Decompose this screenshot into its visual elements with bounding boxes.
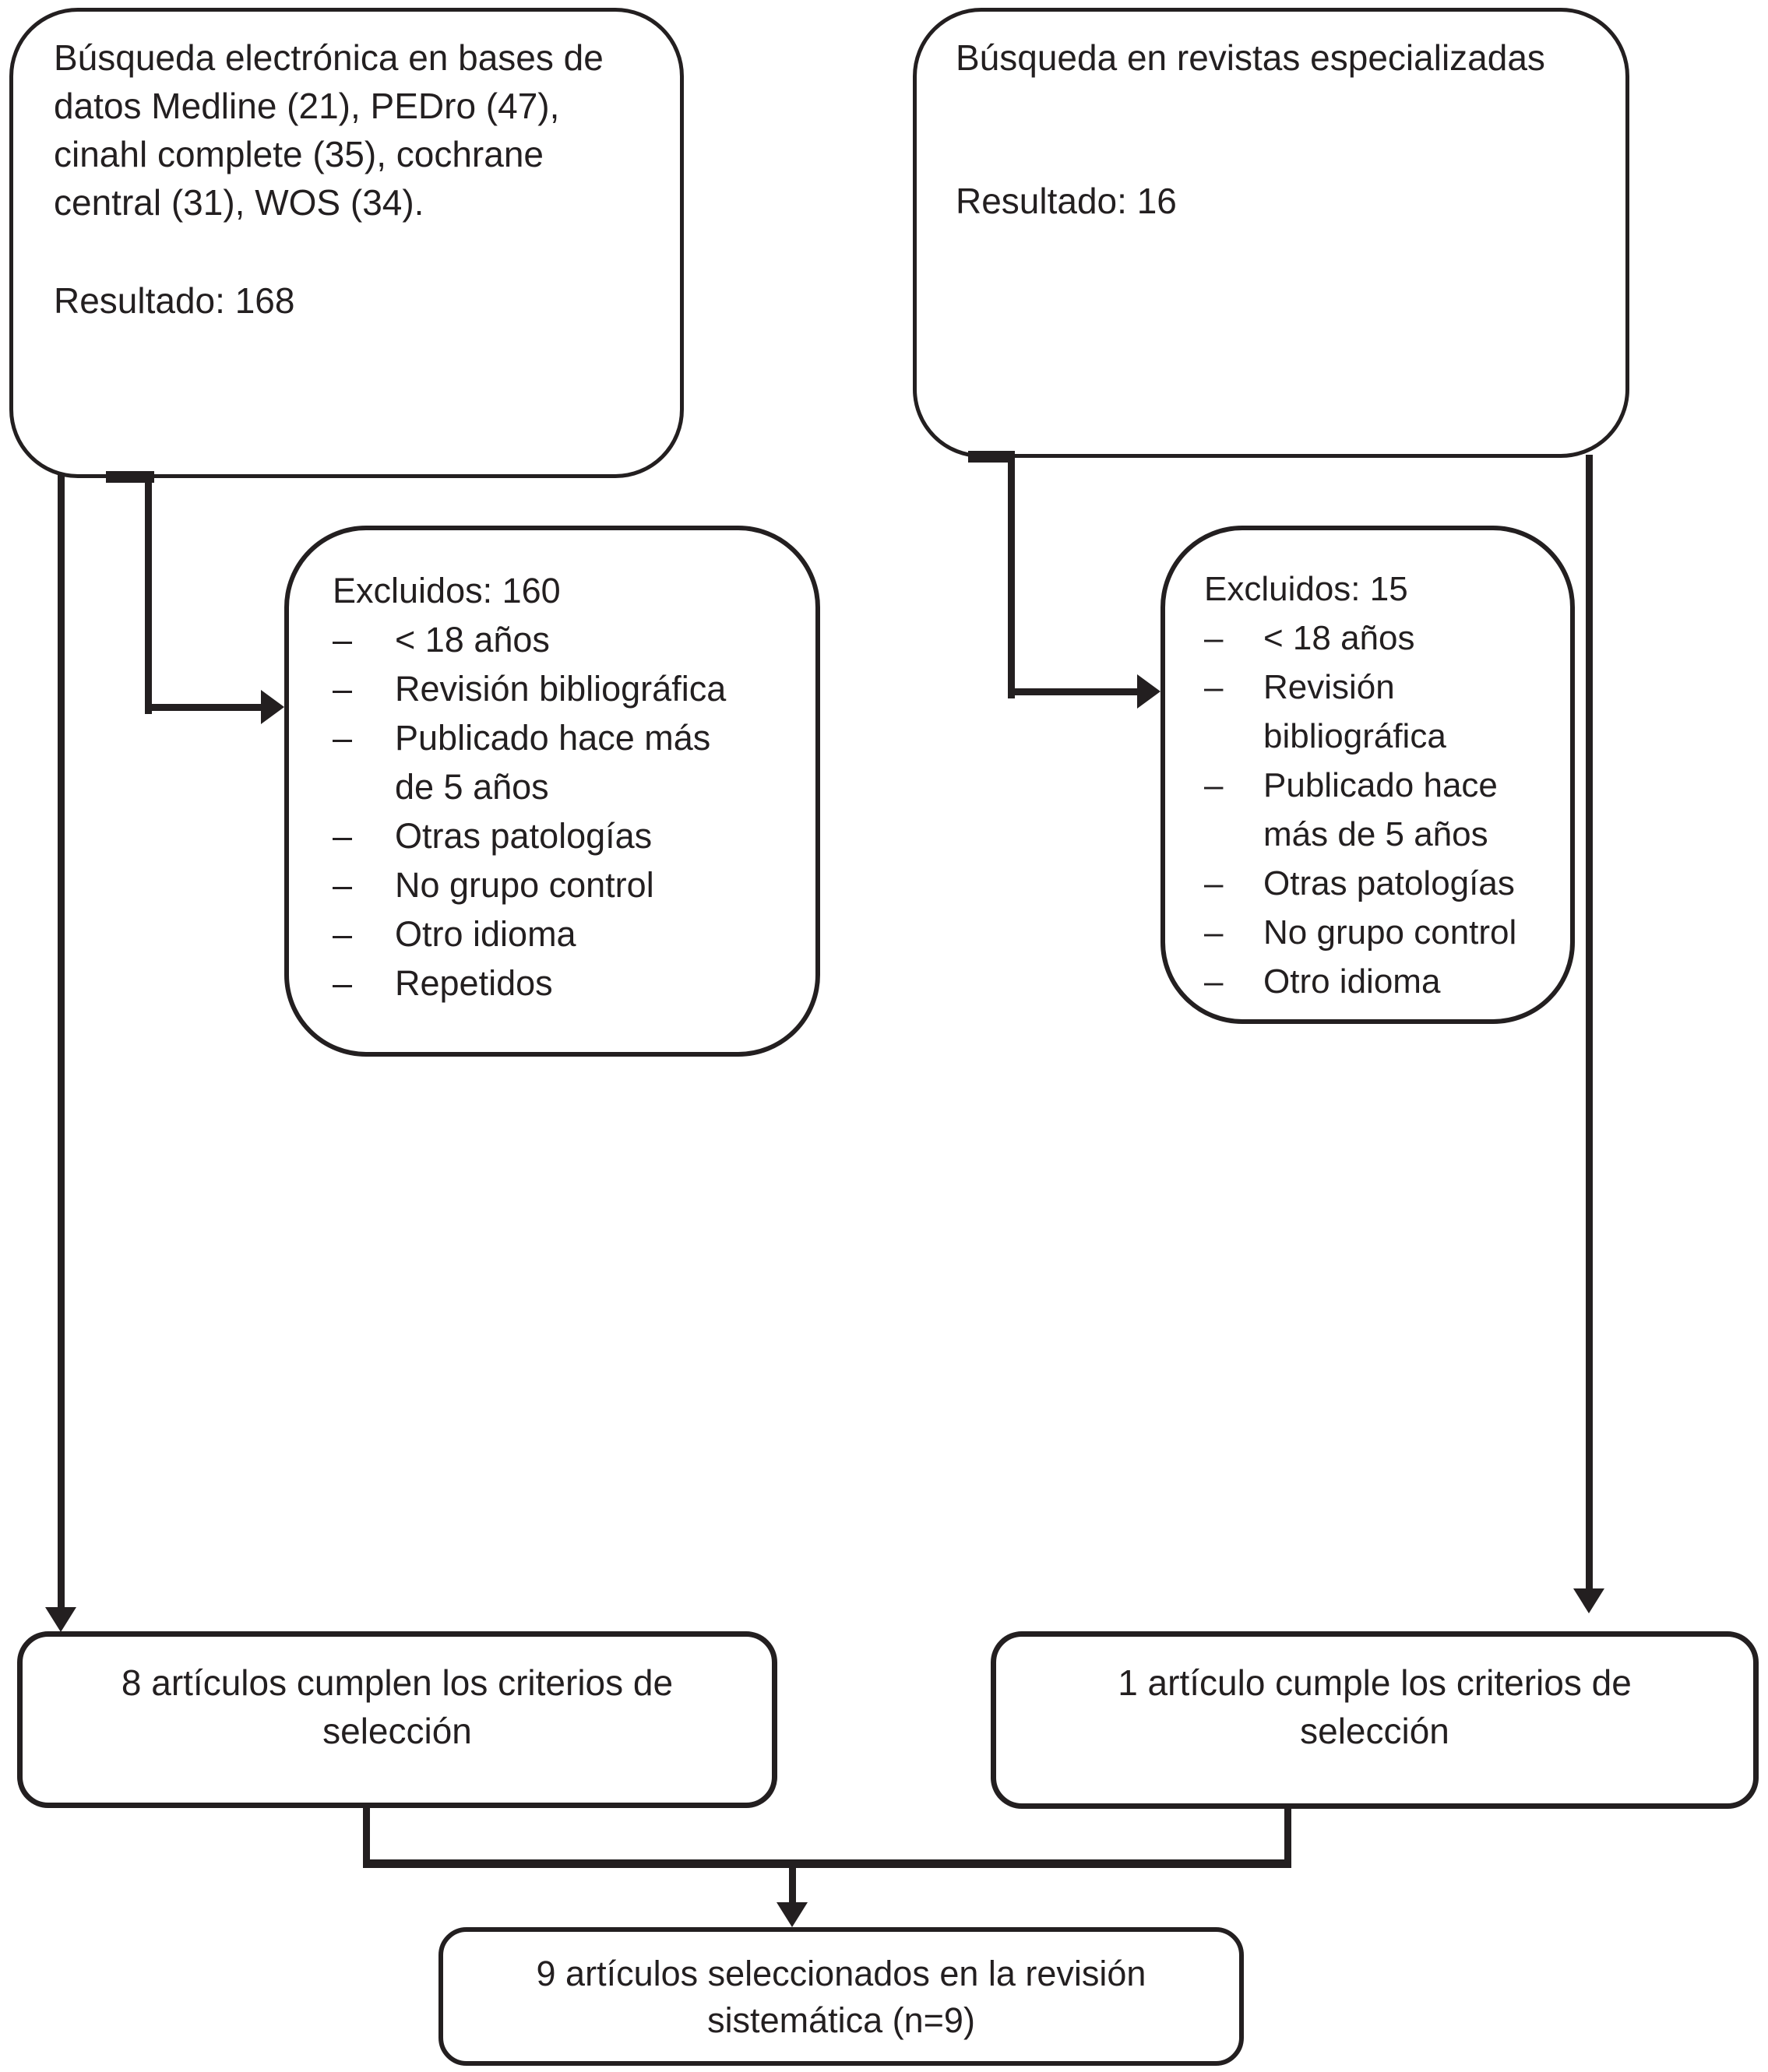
final-selection-text: 9 artículos seleccionados en la revisión… xyxy=(536,1954,1146,2040)
list-item: – Otras patologías xyxy=(333,811,801,860)
list-dash: – xyxy=(333,718,353,758)
box-selected-journal: 1 artículo cumple los criterios de selec… xyxy=(991,1631,1759,1809)
list-item-text: Publicado hace más de 5 años xyxy=(1263,766,1498,853)
connector-left-elbow-horizontal xyxy=(145,704,262,711)
list-dash: – xyxy=(1204,668,1224,706)
selected-journal-text: 1 artículo cumple los criterios de selec… xyxy=(1118,1662,1632,1751)
list-item: – No grupo control xyxy=(1204,908,1562,957)
connector-right-elbow-vertical xyxy=(1008,455,1015,698)
list-dash: – xyxy=(333,963,353,1003)
journal-search-result: Resultado: 16 xyxy=(956,181,1177,221)
list-dash: – xyxy=(333,669,353,709)
connector-notch-journal xyxy=(968,451,1015,463)
list-item-text: Publicado hace más de 5 años xyxy=(395,718,711,807)
excluded-journal-title: Excluidos: 15 xyxy=(1204,570,1408,608)
list-item: – < 18 años xyxy=(333,615,801,664)
list-item-text: Otras patologías xyxy=(1263,864,1515,902)
box-excluded-database: Excluidos: 160 – < 18 años – Revisión bi… xyxy=(284,526,820,1057)
list-item-text: Revisión bibliográfica xyxy=(1263,668,1446,755)
list-item: – Publicado hace más de 5 años xyxy=(333,713,801,811)
list-item: – Otro idioma xyxy=(333,909,801,959)
list-dash: – xyxy=(333,865,353,905)
list-item-text: < 18 años xyxy=(395,620,550,660)
list-item: – < 18 años xyxy=(1204,614,1562,663)
list-item: – Otro idioma xyxy=(1204,957,1562,1006)
arrowhead-down-into-selected-journal xyxy=(1573,1588,1604,1613)
database-search-result: Resultado: 168 xyxy=(54,280,295,321)
connector-merge-left-stub xyxy=(363,1805,370,1866)
connector-notch-database xyxy=(106,471,154,483)
box-selected-database: 8 artículos cumplen los criterios de sel… xyxy=(17,1631,777,1808)
arrowhead-right-into-excluded-journal xyxy=(1137,674,1160,709)
connector-right-elbow-horizontal xyxy=(1008,688,1139,695)
box-final-selection: 9 artículos seleccionados en la revisión… xyxy=(438,1927,1244,2066)
list-dash: – xyxy=(333,914,353,954)
list-dash: – xyxy=(1204,619,1224,657)
arrowhead-down-into-final xyxy=(777,1902,808,1927)
list-item-text: < 18 años xyxy=(1263,619,1415,657)
list-item-text: Otro idioma xyxy=(395,914,576,954)
list-dash: – xyxy=(1204,864,1224,902)
list-item-text: No grupo control xyxy=(395,865,654,905)
list-dash: – xyxy=(1204,962,1224,1001)
connector-left-elbow-vertical xyxy=(145,475,152,714)
database-search-text: Búsqueda electrónica en bases de datos M… xyxy=(54,37,604,223)
arrowhead-down-into-selected-database xyxy=(45,1607,76,1632)
box-database-search: Búsqueda electrónica en bases de datos M… xyxy=(9,8,684,478)
journal-search-text: Búsqueda en revistas especializadas xyxy=(956,37,1545,78)
excluded-database-title: Excluidos: 160 xyxy=(333,571,561,610)
list-dash: – xyxy=(1204,913,1224,952)
selected-database-text: 8 artículos cumplen los criterios de sel… xyxy=(121,1662,674,1751)
connector-merge-right-stub xyxy=(1284,1805,1291,1866)
list-dash: – xyxy=(333,620,353,660)
list-item: – Otras patologías xyxy=(1204,859,1562,908)
list-item: – Publicado hace más de 5 años xyxy=(1204,761,1562,859)
connector-right-vertical xyxy=(1586,455,1593,1590)
list-dash: – xyxy=(333,816,353,856)
connector-left-vertical xyxy=(58,475,65,1609)
list-item: – Revisión bibliográfica xyxy=(1204,663,1562,761)
connector-merge-horizontal xyxy=(363,1859,1291,1868)
list-item-text: Otras patologías xyxy=(395,816,653,856)
list-item-text: Revisión bibliográfica xyxy=(395,669,727,709)
list-dash: – xyxy=(1204,766,1224,804)
list-item-text: No grupo control xyxy=(1263,913,1517,952)
box-journal-search: Búsqueda en revistas especializadas Resu… xyxy=(913,8,1629,458)
list-item-text: Otro idioma xyxy=(1263,962,1441,1001)
list-item-text: Repetidos xyxy=(395,963,553,1003)
arrowhead-right-into-excluded-database xyxy=(261,690,284,724)
list-item: – Repetidos xyxy=(333,959,801,1008)
list-item: – No grupo control xyxy=(333,860,801,909)
list-item: – Revisión bibliográfica xyxy=(333,664,801,713)
connector-merge-drop xyxy=(789,1866,796,1904)
box-excluded-journal: Excluidos: 15 – < 18 años – Revisión bib… xyxy=(1160,526,1575,1024)
